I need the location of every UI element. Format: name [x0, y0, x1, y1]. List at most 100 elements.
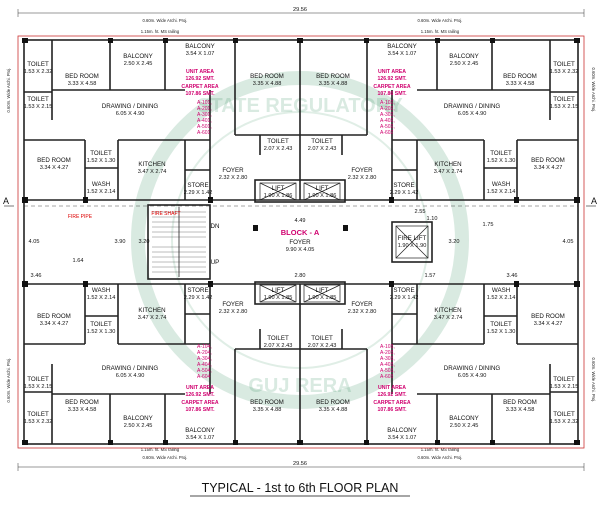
foyer-label: FOYER: [351, 301, 373, 308]
stair-up-label: UP: [211, 259, 220, 266]
railing-label-bl: 1.15m. ht. MS railing: [141, 447, 180, 452]
store-label: STORE: [393, 287, 414, 294]
toilet-label: TOILET: [553, 376, 575, 383]
foyer-dim: 9.90 X 4.05: [286, 247, 315, 253]
dim-280: 2.80: [295, 273, 306, 279]
foyer-label: FOYER: [289, 239, 311, 246]
bedroom-dim: 3.33 X 4.58: [68, 81, 97, 87]
balcony-dim: 3.54 X 1.07: [186, 435, 215, 441]
railing-label-tl: 1.15m. ht. MS railing: [141, 29, 180, 34]
unit-area-value: 126.92 SMT.: [377, 392, 407, 398]
wash-dim: 1.52 X 2.14: [87, 295, 116, 301]
unit-area-label: UNIT AREA: [378, 385, 406, 391]
toilet-label: TOILET: [311, 138, 333, 145]
overall-dimension-bottom: [17, 463, 585, 471]
toilet-label: TOILET: [90, 321, 112, 328]
dim-110: 1.10: [427, 216, 438, 222]
lift-label: LIFT: [316, 287, 329, 294]
carpet-area-label: CARPET AREA: [373, 84, 411, 90]
toilet-dim: 2.07 X 2.43: [264, 146, 293, 152]
plan-title: TYPICAL - 1st to 6th FLOOR PLAN: [202, 481, 399, 495]
toilet-dim: 2.07 X 2.43: [308, 146, 337, 152]
stair-down-label: DN: [211, 223, 220, 230]
drawing-label: DRAWING / DINING: [102, 365, 159, 372]
balcony-label: BALCONY: [123, 415, 153, 422]
store-label: STORE: [187, 182, 208, 189]
drawing-label: DRAWING / DINING: [444, 365, 501, 372]
bedroom-label: BED ROOM: [65, 399, 99, 406]
wash-label: WASH: [92, 181, 110, 188]
toilet-dim: 1.53 X 2.15: [24, 384, 53, 390]
flat-number: A-503,: [380, 368, 395, 374]
foyer-dim: 2.32 X 2.80: [348, 309, 377, 315]
balcony-dim: 2.50 X 2.45: [124, 61, 153, 67]
drawing-dim: 6.05 X 4.90: [116, 373, 145, 379]
dim-255: 2.55: [415, 209, 426, 215]
projection-label-br: 0.60m. Wide Archi. Proj.: [418, 455, 463, 460]
flat-number: A-504,: [197, 368, 212, 374]
lift-dim: 1.90 X 1.85: [264, 295, 293, 301]
lift-dim: 1.90 X 1.86: [308, 193, 337, 199]
overall-width-top: 29.56: [293, 7, 307, 13]
toilet-dim: 1.53 X 2.15: [550, 104, 579, 110]
flat-number: A-602: [380, 130, 394, 136]
toilet-dim: 1.53 X 2.15: [550, 384, 579, 390]
dim-390: 3.90: [115, 239, 126, 245]
foyer-label: FOYER: [222, 301, 244, 308]
lift-label: LIFT: [272, 185, 285, 192]
flat-number: A-304,: [197, 356, 212, 362]
lift-label: LIFT: [316, 185, 329, 192]
drawing-label: DRAWING / DINING: [102, 103, 159, 110]
unit-area-label: UNIT AREA: [186, 385, 214, 391]
flat-number: A-101,: [197, 100, 212, 106]
wash-dim: 1.52 X 2.14: [487, 295, 516, 301]
bedroom-dim: 3.34 X 4.27: [40, 321, 69, 327]
lift-dim: 1.90 X 1.86: [264, 193, 293, 199]
bedroom-label: BED ROOM: [65, 73, 99, 80]
projection-label-bl: 0.60m. Wide Archi. Proj.: [143, 455, 188, 460]
kitchen-label: KITCHEN: [434, 307, 461, 314]
toilet-label: TOILET: [27, 411, 49, 418]
balcony-label: BALCONY: [123, 53, 153, 60]
structural-columns: [22, 38, 580, 445]
toilet-label: TOILET: [553, 61, 575, 68]
flat-number: A-501,: [197, 124, 212, 130]
toilet-label: TOILET: [553, 411, 575, 418]
store-dim: 2.29 X 1.42: [184, 190, 213, 196]
store-dim: 2.29 X 1.42: [184, 295, 213, 301]
side-label-right-bottom: 0.60m. Wide Archi. Proj.: [591, 358, 596, 403]
bedroom-dim: 3.34 X 4.27: [534, 165, 563, 171]
balcony-dim: 3.54 X 1.07: [186, 51, 215, 57]
toilet-label: TOILET: [27, 96, 49, 103]
bedroom-label: BED ROOM: [250, 73, 284, 80]
bedroom-dim: 3.35 X 4.88: [253, 407, 282, 413]
walls: [23, 39, 579, 445]
toilet-dim: 1.52 X 1.30: [487, 158, 516, 164]
drawing-dim: 6.05 X 4.90: [458, 373, 487, 379]
toilet-label: TOILET: [27, 61, 49, 68]
lift-boxes: [259, 182, 429, 303]
toilet-label: TOILET: [490, 150, 512, 157]
dim-346: 3.46: [31, 273, 42, 279]
flat-number: A-104,: [197, 344, 212, 350]
balcony-dim: 2.50 X 2.45: [124, 423, 153, 429]
bedroom-label: BED ROOM: [316, 399, 350, 406]
foyer-label: FOYER: [222, 167, 244, 174]
flat-number: A-202,: [380, 106, 395, 112]
kitchen-label: KITCHEN: [138, 161, 165, 168]
flat-number: A-604: [197, 374, 211, 380]
flat-number: A-302,: [380, 112, 395, 118]
unit-area-value: 126.92 SMT.: [377, 76, 407, 82]
dim-449: 4.49: [295, 218, 306, 224]
toilet-dim: 1.52 X 1.30: [87, 329, 116, 335]
unit-area-label: UNIT AREA: [378, 69, 406, 75]
flat-number: A-601: [197, 130, 211, 136]
toilet-label: TOILET: [267, 138, 289, 145]
carpet-area-label: CARPET AREA: [181, 84, 219, 90]
core: LIFT 1.90 X 1.86 LIFT 1.90 X 1.86 BLOCK …: [29, 185, 574, 301]
bedroom-dim: 3.35 X 4.88: [253, 81, 282, 87]
store-label: STORE: [187, 287, 208, 294]
staircase: [152, 207, 206, 277]
wash-dim: 1.52 X 2.14: [87, 189, 116, 195]
